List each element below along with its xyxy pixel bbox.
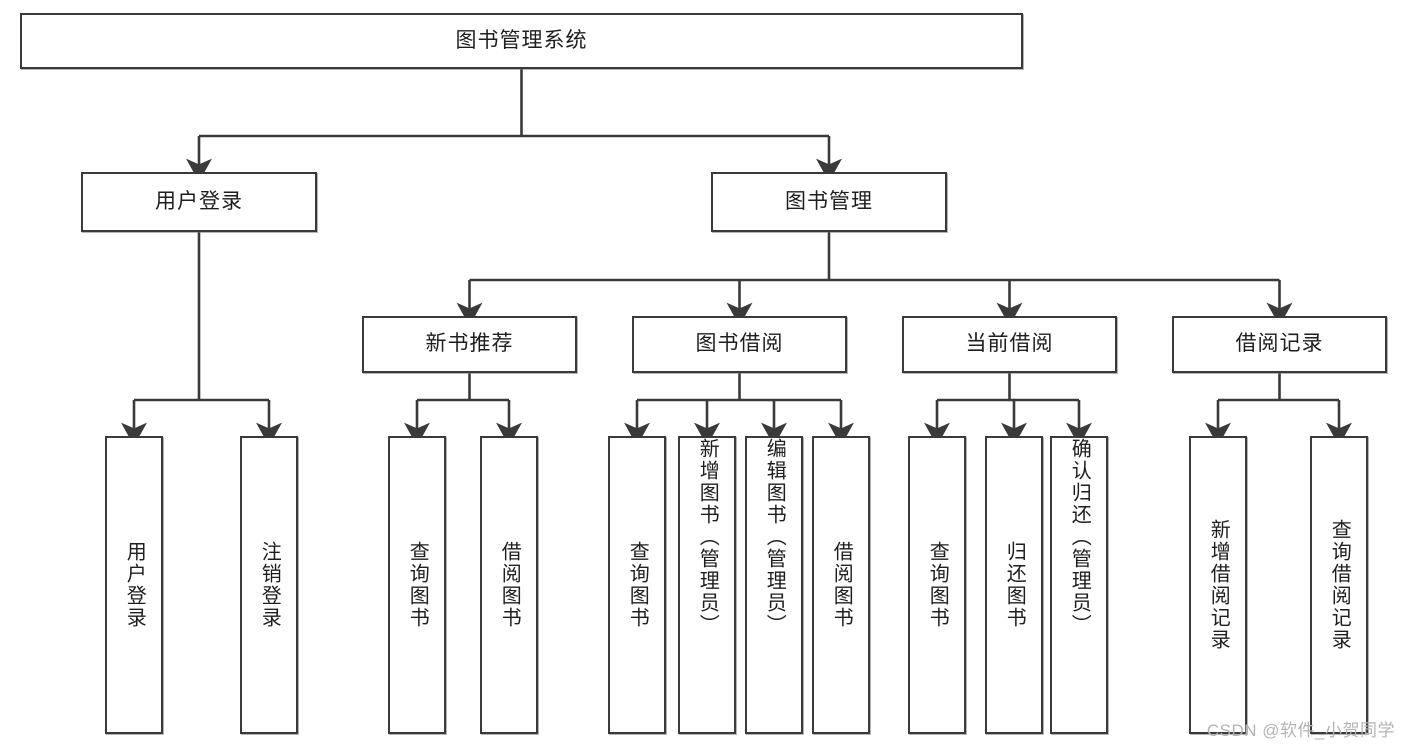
node-label: 图书管理 xyxy=(785,189,873,213)
node-root[interactable]: 图书管理系统 xyxy=(20,13,1023,69)
node-borrow-record[interactable]: 借阅记录 xyxy=(1172,316,1387,373)
node-book-manage[interactable]: 图书管理 xyxy=(711,172,947,232)
node-book-borrow[interactable]: 图书借阅 xyxy=(632,316,847,373)
node-leaf-add-borrow-record[interactable]: 新增借阅记录 xyxy=(1189,436,1247,734)
node-label: 新增图书（管理员） xyxy=(696,438,719,636)
node-leaf-edit-book-admin[interactable]: 编辑图书（管理员） xyxy=(745,436,803,734)
node-leaf-user-login[interactable]: 用户登录 xyxy=(105,436,163,734)
node-leaf-query-book-2[interactable]: 查询图书 xyxy=(608,436,666,734)
node-label: 编辑图书（管理员） xyxy=(763,438,786,636)
node-leaf-query-book-3[interactable]: 查询图书 xyxy=(908,436,966,734)
node-label: 图书借阅 xyxy=(695,332,784,356)
node-new-book-recommend[interactable]: 新书推荐 xyxy=(362,316,577,373)
node-label: 查询图书 xyxy=(926,541,949,629)
node-label: 借阅图书 xyxy=(498,541,521,629)
node-label: 确认归还（管理员） xyxy=(1068,438,1091,636)
node-leaf-confirm-return-admin[interactable]: 确认归还（管理员） xyxy=(1050,436,1108,734)
node-label: 注销登录 xyxy=(258,541,281,629)
node-label: 图书管理系统 xyxy=(455,28,588,52)
node-user-login[interactable]: 用户登录 xyxy=(81,172,317,232)
node-label: 新书推荐 xyxy=(425,332,514,356)
node-label: 用户登录 xyxy=(155,189,243,213)
node-label: 归还图书 xyxy=(1003,541,1026,629)
node-leaf-logout-login[interactable]: 注销登录 xyxy=(240,436,298,734)
node-current-borrow[interactable]: 当前借阅 xyxy=(902,316,1117,373)
node-label: 当前借阅 xyxy=(965,332,1054,356)
node-label: 用户登录 xyxy=(123,541,146,629)
node-label: 借阅图书 xyxy=(830,541,853,629)
node-leaf-query-borrow-record[interactable]: 查询借阅记录 xyxy=(1310,436,1368,734)
node-label: 查询图书 xyxy=(626,541,649,629)
node-label: 查询借阅记录 xyxy=(1328,519,1351,651)
node-leaf-add-book-admin[interactable]: 新增图书（管理员） xyxy=(678,436,736,734)
node-label: 新增借阅记录 xyxy=(1207,519,1230,651)
node-label: 借阅记录 xyxy=(1235,332,1324,356)
node-leaf-return-book[interactable]: 归还图书 xyxy=(985,436,1043,734)
node-leaf-borrow-book-2[interactable]: 借阅图书 xyxy=(812,436,870,734)
node-leaf-query-book-1[interactable]: 查询图书 xyxy=(388,436,446,734)
node-leaf-borrow-book-1[interactable]: 借阅图书 xyxy=(480,436,538,734)
node-label: 查询图书 xyxy=(406,541,429,629)
